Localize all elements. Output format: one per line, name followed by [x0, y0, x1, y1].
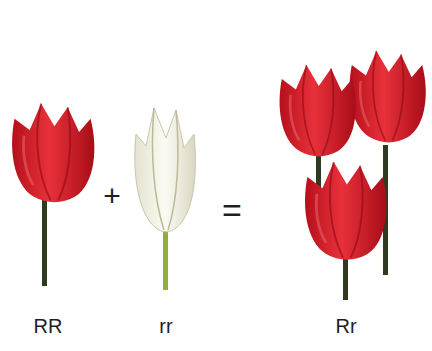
operator-symbol: = [222, 193, 242, 227]
operator-symbol: + [103, 181, 121, 211]
genotype-label: RR [34, 316, 63, 336]
genotype-label: Rr [335, 316, 356, 336]
genotype-label: rr [159, 316, 172, 336]
